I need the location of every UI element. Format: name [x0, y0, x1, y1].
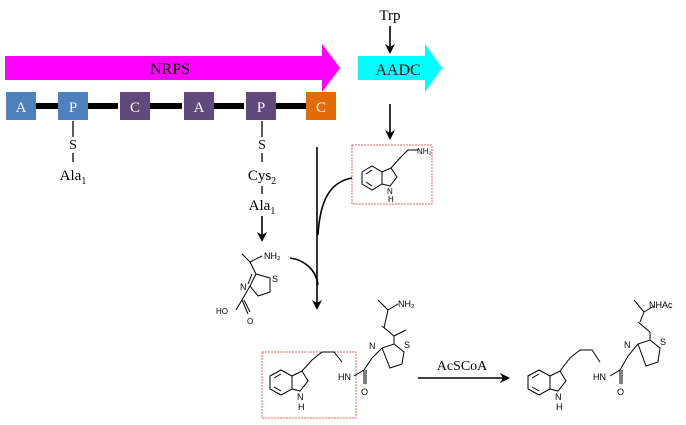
amide-intermediate-structure: N H HN O N S NH₂: [261, 299, 415, 419]
amide-indole-h: H: [298, 402, 305, 412]
tether-1-ala: Ala1: [60, 168, 87, 187]
tryptamine-h: H: [388, 195, 394, 204]
amide-nh2: NH₂: [398, 299, 415, 309]
domain-chain: A P C A P C: [6, 92, 336, 120]
tether-2-cys: Cys2: [248, 168, 276, 187]
domain-box-4: [184, 92, 214, 120]
domain-box-6: [306, 92, 336, 120]
final-n: N: [624, 340, 631, 350]
amide-indole-n: N: [297, 392, 304, 402]
tryptamine-structure: NH₂ N H: [351, 144, 433, 205]
tryptamine-highlight-box: [351, 144, 433, 205]
thiazoline-ho: HO: [216, 307, 228, 316]
domain-label-1: A: [16, 100, 27, 116]
amide-indole-bonds: [269, 351, 343, 396]
amide-n: N: [369, 341, 376, 351]
domain-label-5: P: [257, 100, 265, 116]
domain-box-5: [246, 92, 276, 120]
amide-thiazoline-bonds: [353, 325, 407, 384]
final-s: S: [660, 337, 666, 347]
final-o: O: [617, 387, 624, 397]
amide-s: S: [404, 340, 410, 350]
trp-label: Trp: [379, 8, 400, 24]
domain-label-4: A: [194, 100, 205, 116]
aadc-arrow-shape: [358, 44, 442, 92]
thiazoline-o: O: [247, 317, 253, 326]
tryptamine-bonds: [361, 149, 418, 191]
tether-2-s: S: [258, 138, 266, 153]
final-indole-n: N: [555, 392, 562, 402]
final-nhac: NHAc: [649, 300, 673, 310]
nrps-arrow-shape: [5, 44, 340, 92]
final-hn: HN: [593, 372, 606, 382]
final-thiazoline-bonds: [609, 299, 661, 384]
tether-2: S Cys2 Ala1: [248, 121, 276, 242]
domain-box-1: [6, 92, 36, 120]
domain-box-2: [58, 92, 88, 120]
thiazoline-acid-structure: NH₂ N S HO O: [216, 251, 281, 326]
final-indole-h: H: [556, 402, 563, 412]
domain-box-3: [120, 92, 150, 120]
tryptamine-n: N: [387, 187, 393, 196]
thiazoline-merge-curve: [289, 257, 319, 286]
amide-top-bonds: [377, 299, 399, 329]
aadc-label: AADC: [375, 62, 420, 79]
final-indole-bonds: [527, 349, 601, 396]
thiazoline-n: N: [240, 282, 247, 292]
tether-1-s: S: [69, 138, 77, 153]
aadc-arrow: AADC: [358, 44, 442, 92]
tether-2-ala: Ala1: [249, 198, 276, 217]
tether-1: S Ala1: [60, 121, 87, 187]
acscoa-label: AcSCoA: [437, 359, 488, 374]
thiazoline-acid-bonds: [235, 253, 271, 315]
tryptamine-merge-curve: [317, 177, 353, 236]
amide-highlight-box: [261, 351, 357, 419]
tryptamine-nh2: NH₂: [417, 147, 432, 156]
amide-o: O: [361, 387, 368, 397]
thiazoline-s: S: [272, 274, 278, 284]
domain-label-6: C: [316, 100, 326, 116]
final-product-structure: N H HN O N S NHAc: [527, 299, 673, 412]
amide-hn: HN: [338, 372, 351, 382]
domain-label-3: C: [130, 100, 140, 116]
nrps-label: NRPS: [150, 61, 190, 78]
nrps-arrow: NRPS: [5, 44, 340, 92]
thiazoline-nh2: NH₂: [264, 251, 281, 261]
domain-label-2: P: [69, 100, 77, 116]
